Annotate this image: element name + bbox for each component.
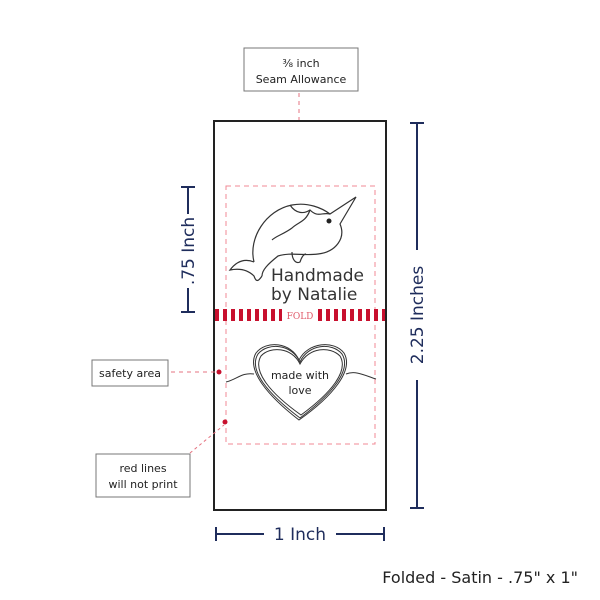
brand-line1: Handmade	[271, 266, 364, 286]
red-lines-note-line1: red lines	[119, 462, 166, 475]
seam-note-line1: ⅜ inch	[282, 57, 319, 70]
width-dimension	[215, 527, 385, 541]
fold-text: FOLD	[287, 312, 314, 322]
fold-line: FOLD	[215, 309, 385, 322]
red-lines-callout: red lines will not print	[95, 419, 228, 498]
caption: Folded - Satin - .75" x 1"	[382, 568, 578, 587]
red-lines-note-line2: will not print	[108, 478, 178, 491]
width-dimension-label: 1 Inch	[274, 525, 326, 545]
safety-area-callout: safety area	[91, 359, 222, 387]
brand-line2: by Natalie	[271, 285, 357, 305]
folded-height-dimension	[181, 186, 195, 313]
heart-illustration	[225, 344, 377, 421]
folded-height-label: .75 Inch	[179, 217, 199, 285]
seam-allowance-callout: ⅜ inch Seam Allowance	[243, 47, 359, 146]
seam-note-line2: Seam Allowance	[256, 73, 347, 86]
safety-note: safety area	[99, 367, 161, 380]
narwhal-illustration	[228, 196, 357, 282]
height-dimension	[410, 122, 424, 509]
heart-text-line2: love	[288, 384, 311, 397]
height-dimension-label: 2.25 Inches	[408, 266, 428, 365]
heart-text-line1: made with	[271, 369, 329, 382]
